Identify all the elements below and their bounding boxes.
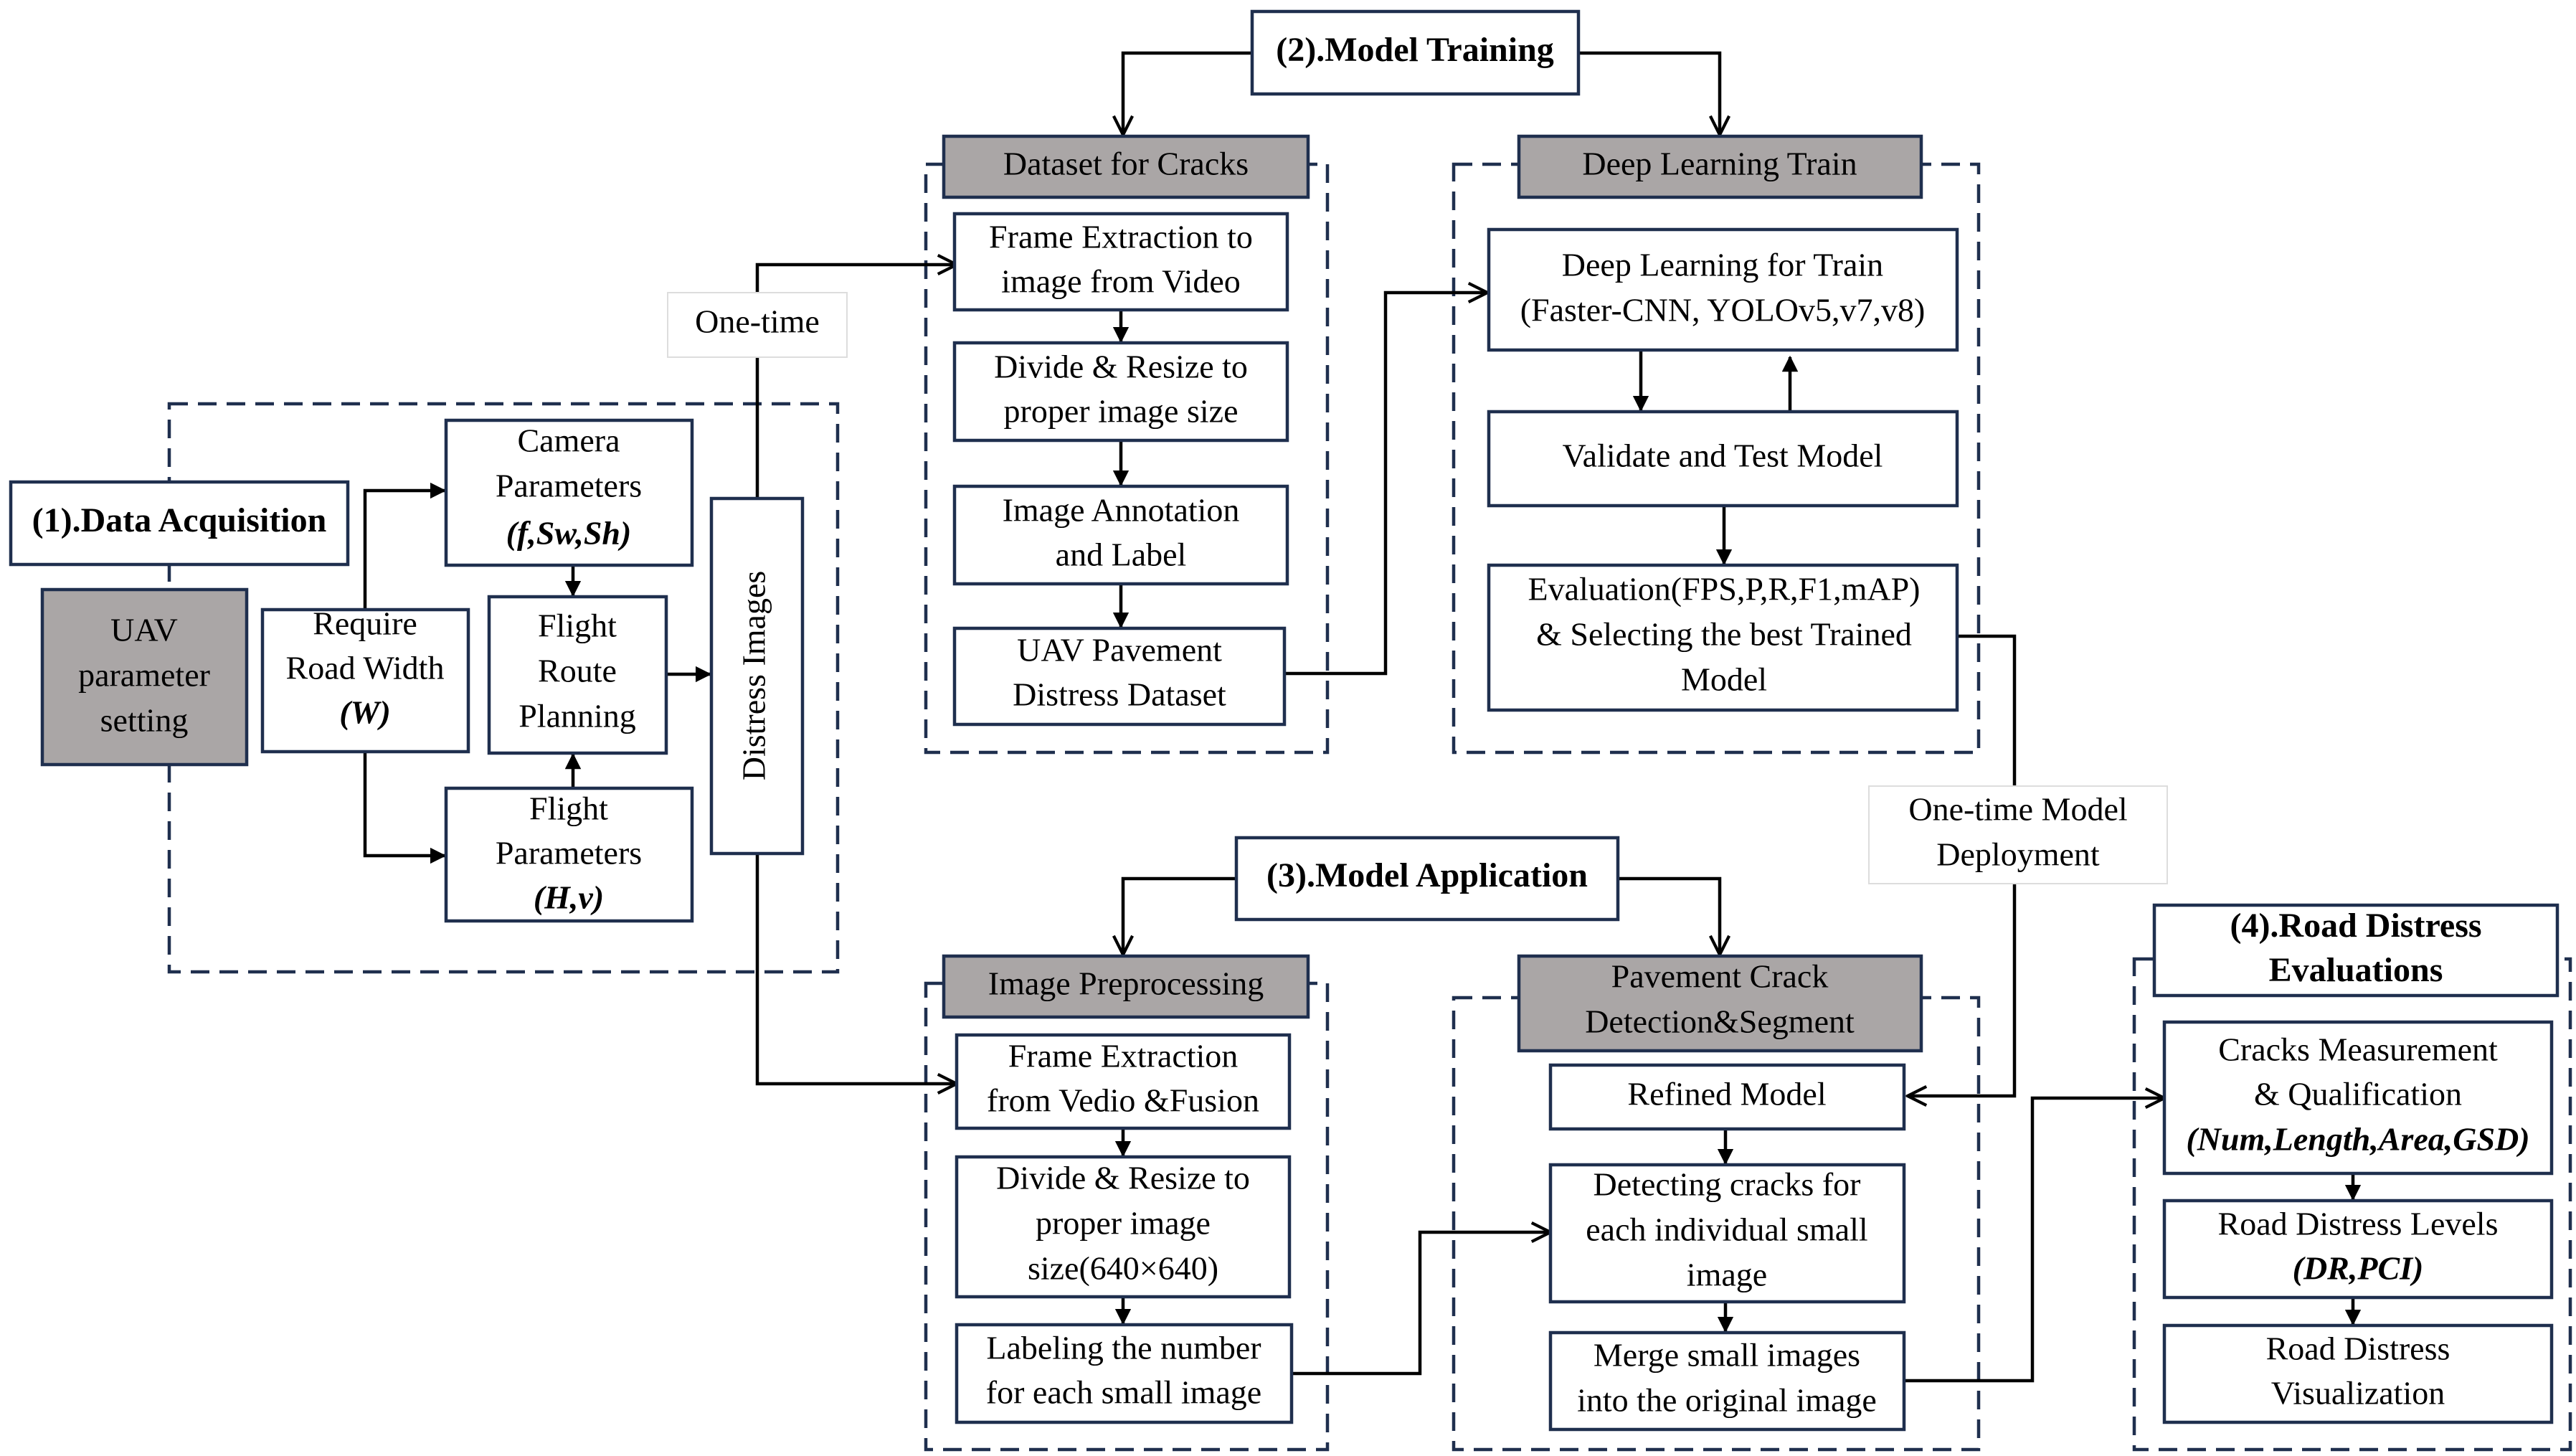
dataset-header: Dataset for Cracks <box>1003 146 1249 182</box>
labeling-box <box>955 1323 1294 1424</box>
uav-dataset-line1: UAV Pavement <box>1017 632 1222 668</box>
measurement-line3: (Num,Length,Area,GSD) <box>2186 1121 2529 1158</box>
one-time-label: One-time <box>695 303 820 340</box>
labeling-line2: for each small image <box>986 1374 1261 1411</box>
prep-divide-resize-box <box>955 1155 1292 1299</box>
require-width-line3: (W) <box>339 694 391 731</box>
merge-line1: Merge small images <box>1594 1337 1860 1374</box>
detection-header-box <box>1517 954 1923 1053</box>
distress-images-box <box>709 496 805 856</box>
model-application-title: (3).Model Application <box>1266 856 1588 894</box>
detecting-cracks-box <box>1548 1163 1906 1304</box>
uav-dataset-line2: Distress Dataset <box>1013 676 1226 713</box>
frame-extraction-line2: image from Video <box>1001 263 1241 300</box>
frame-extraction-fusion-box <box>955 1033 1292 1130</box>
distress-visualization-box <box>2162 1323 2554 1424</box>
distress-images-label: Distress Images <box>736 571 772 781</box>
prep-frame-line1: Frame Extraction <box>1008 1038 1239 1074</box>
camera-params-line2: Parameters <box>496 468 642 504</box>
camera-params-line3: (f,Sw,Sh) <box>506 515 632 552</box>
levels-line1: Road Distress Levels <box>2218 1206 2499 1242</box>
detection-header-line1b: Detection&Segment <box>1585 1003 1855 1040</box>
uav-dataset-box <box>952 626 1287 727</box>
prep-frame-line2: from Vedio &Fusion <box>987 1082 1259 1119</box>
dataset-divide-line2: proper image size <box>1004 393 1239 430</box>
one-time-label-bg <box>667 292 848 358</box>
model-application-title-box <box>1234 836 1620 922</box>
flight-params-line2: Parameters <box>496 835 642 871</box>
require-width-line2: Road Width <box>286 650 445 686</box>
prep-divide-line3: size(640×640) <box>1028 1250 1218 1287</box>
uav-setting-line1: UAV <box>110 612 178 648</box>
uav-setting-line3: setting <box>100 702 189 739</box>
refined-model-box <box>1548 1063 1906 1131</box>
preprocessing-header-box <box>942 954 1310 1019</box>
labeling-line1: Labeling the number <box>986 1330 1261 1366</box>
frame-extraction-line1: Frame Extraction to <box>989 219 1253 255</box>
detecting-line3: image <box>1687 1257 1767 1293</box>
data-acquisition-title-box <box>9 480 350 567</box>
deep-learning-train-box <box>1487 227 1959 352</box>
road-distress-evaluations-title-line1: (4).Road Distress <box>2230 907 2481 945</box>
validate-test-label: Validate and Test Model <box>1563 438 1883 474</box>
flight-params-line1: Flight <box>529 790 608 827</box>
annotation-line2: and Label <box>1056 536 1187 573</box>
training-header-box <box>1517 134 1923 199</box>
dataset-divide-resize-box <box>952 341 1289 443</box>
road-distress-evaluations-title-line2: Evaluations <box>2269 951 2443 989</box>
refined-model-label: Refined Model <box>1627 1076 1826 1112</box>
data-acquisition-title: (1).Data Acquisition <box>32 501 327 539</box>
flight-route-line3: Planning <box>518 698 636 734</box>
merge-images-box <box>1548 1330 1906 1432</box>
evaluation-line2: & Selecting the best Trained <box>1536 616 1912 653</box>
prep-divide-line2: proper image <box>1036 1205 1211 1242</box>
camera-params-line1: Camera <box>517 422 620 459</box>
dataset-header-box <box>942 134 1310 199</box>
image-annotation-box <box>952 484 1289 586</box>
levels-line2: (DR,PCI) <box>2293 1250 2424 1287</box>
deployment-label-bg <box>1868 785 2168 884</box>
training-header: Deep Learning Train <box>1582 146 1857 182</box>
dataset-divide-line1: Divide & Resize to <box>994 349 1248 385</box>
detecting-line1: Detecting cracks for <box>1594 1166 1861 1203</box>
prep-divide-line1: Divide & Resize to <box>996 1160 1250 1196</box>
flight-parameters-box <box>444 786 694 923</box>
camera-parameters-box <box>444 418 694 567</box>
cracks-measurement-box <box>2162 1020 2554 1176</box>
annotation-line1: Image Annotation <box>1003 492 1240 529</box>
flight-params-line3: (H,v) <box>534 879 604 916</box>
frame-extraction-video-box <box>952 212 1289 312</box>
distress-levels-box <box>2162 1199 2554 1300</box>
measurement-line2: & Qualification <box>2254 1076 2462 1112</box>
preprocessing-header: Image Preprocessing <box>988 965 1264 1002</box>
merge-line2: into the original image <box>1577 1382 1877 1419</box>
visualization-line1: Road Distress <box>2266 1330 2450 1367</box>
flight-route-line2: Route <box>538 653 617 689</box>
flight-route-planning-box <box>487 595 668 755</box>
detecting-line2: each individual small <box>1586 1211 1867 1248</box>
evaluation-line3: Model <box>1681 661 1767 698</box>
dl-train-line2: (Faster-CNN, YOLOv5,v7,v8) <box>1520 292 1926 328</box>
evaluation-line1: Evaluation(FPS,P,R,F1,mAP) <box>1528 571 1921 608</box>
validate-test-box <box>1487 410 1959 508</box>
uav-setting-line2: parameter <box>78 657 210 694</box>
deployment-label-line2: Deployment <box>1936 836 2100 873</box>
uav-parameter-setting-box <box>40 587 249 767</box>
dl-train-line1: Deep Learning for Train <box>1562 247 1883 283</box>
evaluation-box <box>1487 563 1959 712</box>
model-training-title: (2).Model Training <box>1276 31 1554 69</box>
deployment-label-line1: One-time Model <box>1908 791 2127 828</box>
visualization-line2: Visualization <box>2271 1375 2445 1412</box>
require-width-line1: Require <box>313 605 417 642</box>
flight-route-line1: Flight <box>538 608 617 644</box>
model-training-title-box <box>1250 9 1581 96</box>
measurement-line1: Cracks Measurement <box>2218 1031 2498 1068</box>
road-distress-evaluations-title-box <box>2152 903 2560 998</box>
detection-header-line1: Pavement Crack <box>1611 958 1829 995</box>
require-road-width-box <box>260 608 470 754</box>
